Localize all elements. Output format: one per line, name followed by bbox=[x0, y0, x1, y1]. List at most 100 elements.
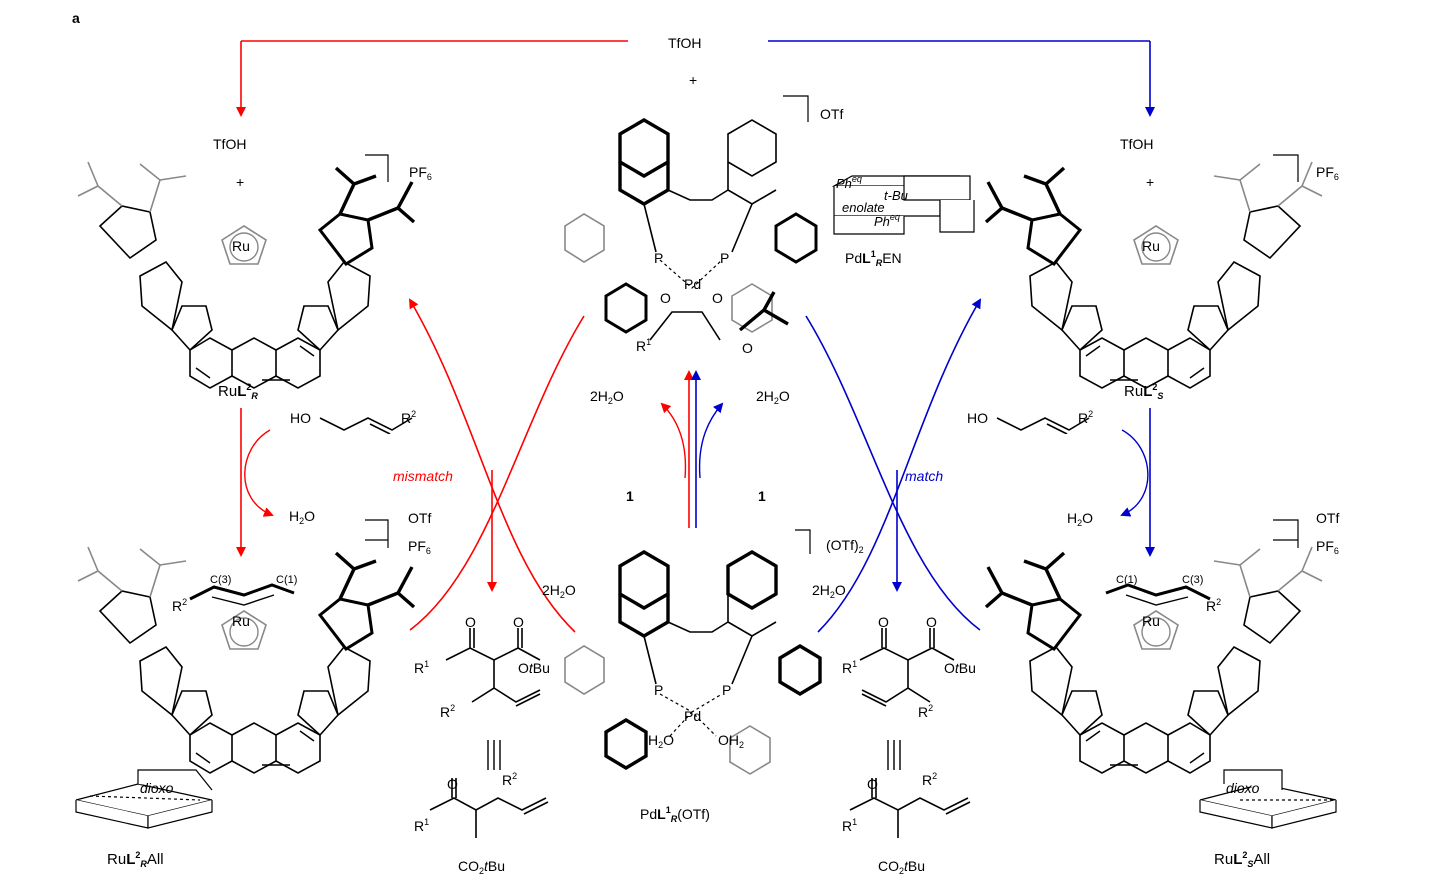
pd-enolate-complex bbox=[564, 95, 818, 341]
pd-aqua-p-right: P bbox=[722, 682, 732, 698]
otf-bottom-left: OTf bbox=[408, 510, 432, 526]
product-left-structure bbox=[429, 628, 549, 838]
r2-bottom-left: R2 bbox=[172, 597, 188, 615]
water2-low-right: 2H2O bbox=[812, 582, 846, 600]
pd-aqua-counterion: (OTf)2 bbox=[826, 537, 864, 555]
ru-label-bottom-left: RuL2RAll bbox=[107, 850, 164, 869]
product-right-r2: R2 bbox=[918, 703, 934, 721]
product-right-co2tbu: CO2tBu bbox=[878, 858, 926, 876]
substrate-1-right: 1 bbox=[758, 488, 766, 504]
blue-arc-to-ru bbox=[817, 298, 982, 633]
water2-center-right: 2H2O bbox=[756, 388, 790, 406]
pd-enolate-o-ester: O bbox=[742, 340, 753, 356]
left-loop-arrow bbox=[244, 429, 274, 517]
allyl-alcohol-left-bonds bbox=[319, 417, 413, 434]
product-left-r2b: R2 bbox=[502, 771, 518, 789]
water-right: H2O bbox=[1067, 510, 1094, 528]
pd-aqua-p-left: P bbox=[654, 682, 664, 698]
product-right-r2b: R2 bbox=[922, 771, 938, 789]
red-water-release-arrow bbox=[660, 402, 687, 479]
allyl-alcohol-right-bonds bbox=[996, 417, 1090, 434]
model-ph-top: Pheq bbox=[836, 174, 862, 192]
ru-complex-bottom-left bbox=[77, 546, 416, 774]
product-right-o-ketone: O bbox=[878, 614, 889, 630]
ru-label-bottom-right: RuL2SAll bbox=[1214, 850, 1271, 869]
pd-enolate-o-right: O bbox=[712, 290, 723, 306]
model-tbu: t-Bu bbox=[884, 188, 908, 203]
water-left: H2O bbox=[289, 508, 316, 526]
product-left-o-ester: O bbox=[513, 614, 524, 630]
plus-right: + bbox=[1146, 174, 1155, 190]
pd-enolate-o-left: O bbox=[660, 290, 671, 306]
product-right-r1: R1 bbox=[842, 659, 858, 677]
red-arc-lower-left bbox=[409, 315, 585, 631]
pd-enolate-p-right: P bbox=[720, 250, 730, 266]
plus-left: + bbox=[236, 174, 245, 190]
blue-water-release-arrow bbox=[698, 402, 724, 479]
c1-bottom-left: C(1) bbox=[276, 574, 298, 586]
pf6-bottom-right: PF6 bbox=[1316, 538, 1339, 556]
ru-left-quadrant-model bbox=[75, 769, 213, 829]
product-right-o2: O bbox=[867, 776, 878, 792]
r2-bottom-right: R2 bbox=[1206, 597, 1222, 615]
pd-aqua-caption: PdL1R(OTf) bbox=[640, 805, 710, 824]
pd-aqua-metal: Pd bbox=[684, 708, 702, 724]
ru-metal-bottom-left: Ru bbox=[232, 613, 250, 629]
tfoh-right: TfOH bbox=[1120, 136, 1154, 152]
ru-label-top-right: RuL2S bbox=[1124, 382, 1164, 401]
plus-top: + bbox=[689, 72, 698, 88]
panel-label: a bbox=[72, 10, 80, 26]
water2-low-left: 2H2O bbox=[542, 582, 576, 600]
match-label: match bbox=[905, 468, 944, 484]
tfoh-left: TfOH bbox=[213, 136, 247, 152]
red-arc-to-ru bbox=[408, 298, 576, 633]
product-right-o-ester: O bbox=[926, 614, 937, 630]
dioxo-right: dioxo bbox=[1226, 780, 1260, 796]
pf6-top-right: PF6 bbox=[1316, 164, 1339, 182]
pd-enolate-r1: R1 bbox=[636, 337, 652, 355]
mismatch-label: mismatch bbox=[393, 468, 453, 484]
pd-aqua-h2o-left: H2O bbox=[648, 732, 675, 750]
pd-enolate-metal: Pd bbox=[684, 276, 702, 292]
pd-enolate-quadrant-model bbox=[831, 175, 975, 235]
pd-aqua-complex bbox=[564, 529, 822, 775]
pd-enolate-p-left: P bbox=[654, 250, 664, 266]
model-ph-bottom: Pheq bbox=[874, 212, 900, 230]
product-left-r1b: R1 bbox=[414, 817, 430, 835]
ru-complex-bottom-right bbox=[984, 546, 1323, 774]
dioxo-left: dioxo bbox=[140, 780, 174, 796]
ru-metal-top-left: Ru bbox=[232, 238, 250, 254]
otf-bottom-right: OTf bbox=[1316, 510, 1340, 526]
blue-arc-lower-right bbox=[805, 315, 981, 631]
product-left-o-ketone: O bbox=[465, 614, 476, 630]
product-left-co2tbu: CO2tBu bbox=[458, 858, 506, 876]
c1-bottom-right: C(1) bbox=[1116, 574, 1138, 586]
pf6-bottom-left: PF6 bbox=[408, 538, 431, 556]
c3-bottom-right: C(3) bbox=[1182, 574, 1204, 586]
water2-center-left: 2H2O bbox=[590, 388, 624, 406]
substrate-1-left: 1 bbox=[626, 488, 634, 504]
product-right-structure bbox=[849, 628, 971, 838]
ru-complex-top-right bbox=[984, 161, 1323, 389]
product-left-r1: R1 bbox=[414, 659, 430, 677]
pf6-top-left: PF6 bbox=[409, 164, 432, 182]
ru-metal-bottom-right: Ru bbox=[1142, 613, 1160, 629]
pd-enolate-caption: PdL1REN bbox=[845, 249, 902, 268]
ru-label-top-left: RuL2R bbox=[218, 382, 258, 401]
c3-bottom-left: C(3) bbox=[210, 574, 232, 586]
product-left-o2: O bbox=[447, 776, 458, 792]
ru-complex-top-left bbox=[77, 154, 416, 389]
pd-aqua-oh2-right: OH2 bbox=[718, 732, 745, 750]
product-left-otbu: OtBu bbox=[518, 660, 550, 676]
tfoh-top: TfOH bbox=[668, 35, 702, 51]
pd-enolate-counterion: OTf bbox=[820, 106, 844, 122]
product-left-r2: R2 bbox=[440, 703, 456, 721]
right-loop-arrow bbox=[1120, 429, 1149, 517]
ru-metal-top-right: Ru bbox=[1142, 238, 1160, 254]
model-enolate: enolate bbox=[842, 200, 885, 215]
product-right-r1b: R1 bbox=[842, 817, 858, 835]
product-right-otbu: OtBu bbox=[944, 660, 976, 676]
